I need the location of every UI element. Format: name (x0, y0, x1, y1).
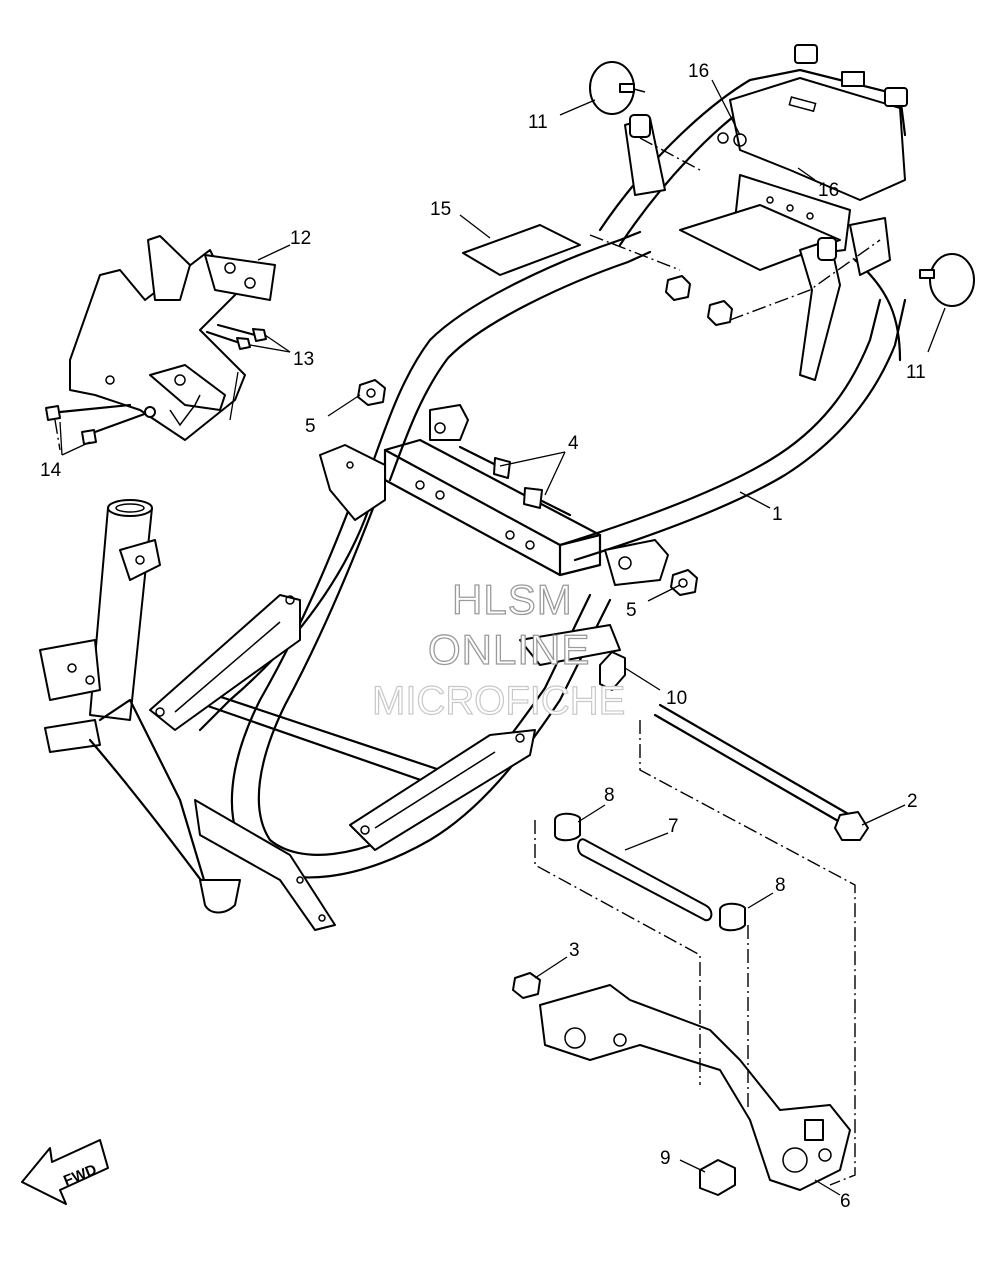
engine-bracket-6 (539, 984, 851, 1191)
bolts-13 (205, 323, 267, 350)
pivot-shaft-2 (653, 703, 869, 841)
bolts-14 (45, 403, 156, 445)
leader-lines (59, 79, 946, 1196)
nut-3 (512, 972, 541, 999)
callout-2: 2 (907, 791, 918, 812)
callout-16: 16 (818, 180, 839, 201)
callout-11: 11 (528, 112, 548, 133)
label-plate (462, 224, 581, 276)
damper-10 (599, 651, 626, 691)
callout-10: 10 (666, 688, 687, 709)
pipe-7 (577, 838, 713, 922)
callout-7: 7 (668, 816, 679, 837)
callout-8: 8 (604, 785, 615, 806)
callout-16: 16 (688, 61, 709, 82)
callout-5: 5 (305, 416, 316, 437)
callout-6: 6 (840, 1191, 851, 1212)
reflector-left (589, 61, 646, 115)
rear-frame (598, 44, 908, 381)
callout-15: 15 (430, 199, 451, 220)
phantom-lines (54, 137, 881, 1186)
callout-13: 13 (293, 349, 314, 370)
bolts-4 (458, 445, 572, 517)
callout-4: 4 (568, 433, 579, 454)
callout-12: 12 (290, 228, 311, 249)
callout-3: 3 (569, 940, 580, 961)
bracket-assembly (69, 235, 276, 441)
watermark: HLSM ONLINE MICROFICHE (371, 575, 626, 723)
damper-9 (699, 1159, 736, 1196)
nuts-5 (357, 379, 698, 596)
collar-8 (554, 812, 746, 932)
fwd-arrow: FWD (21, 1139, 109, 1205)
callout-8: 8 (775, 875, 786, 896)
main-frame (149, 230, 907, 931)
reflector-right (919, 253, 975, 307)
callout-9: 9 (660, 1148, 671, 1169)
nuts-rear (665, 275, 733, 326)
head-pipe (39, 499, 241, 914)
callout-14: 14 (40, 460, 62, 481)
callout-labels: 1 2 3 4 5 5 6 7 8 8 9 10 11 11 12 13 14 … (40, 61, 926, 1212)
watermark-line-1: HLSM (452, 576, 573, 623)
callout-1: 1 (772, 504, 783, 525)
callout-11: 11 (906, 362, 926, 383)
watermark-line-2: ONLINE (428, 626, 590, 673)
callout-5: 5 (626, 600, 637, 621)
watermark-line-3: MICROFICHE (372, 679, 625, 723)
